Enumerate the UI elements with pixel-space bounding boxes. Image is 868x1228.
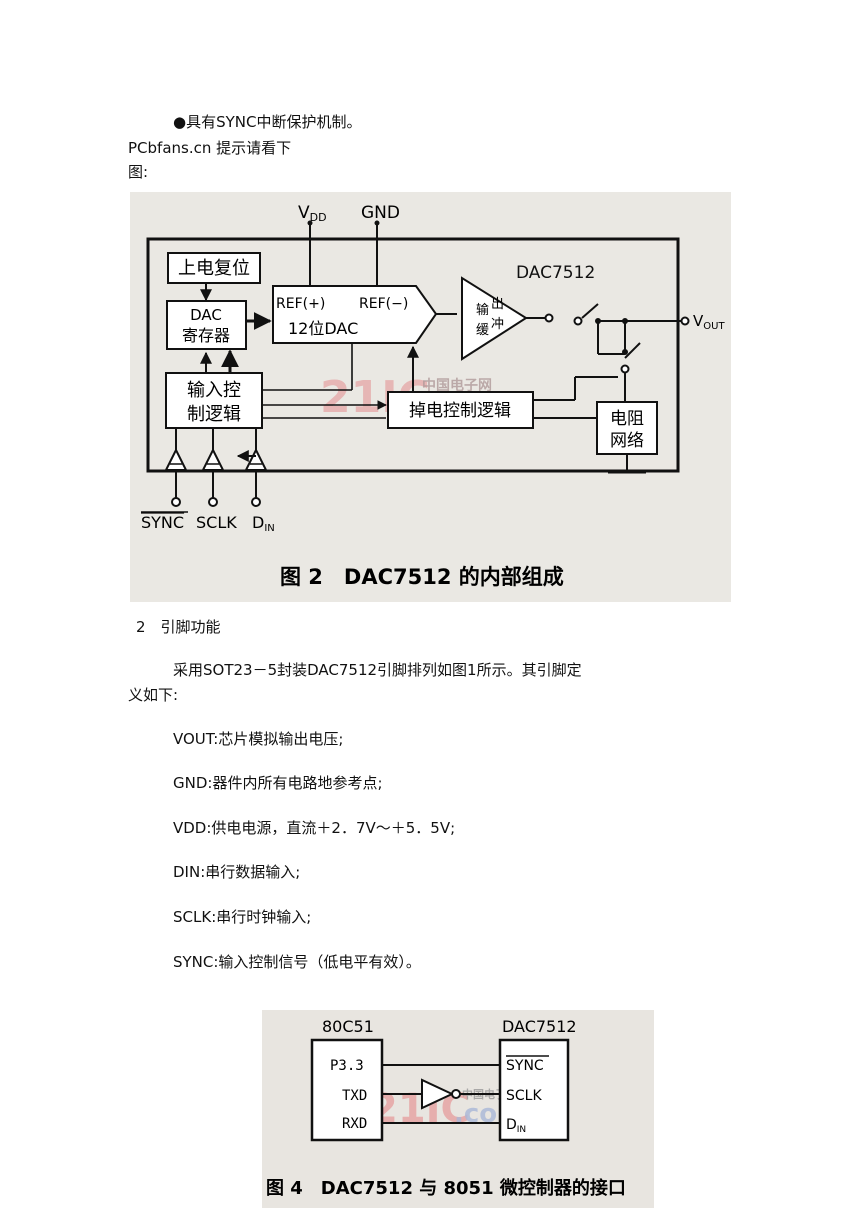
svg-text:掉电控制逻辑: 掉电控制逻辑	[409, 401, 511, 421]
dac-pin-sync: SYNC	[506, 1058, 544, 1074]
dac-name: DAC7512	[502, 1017, 577, 1036]
dac-pin-sclk: SCLK	[506, 1088, 542, 1104]
chip-name: DAC7512	[516, 263, 595, 283]
section-heading: 2 引脚功能	[136, 618, 221, 636]
dac-pin-din: DIN	[506, 1117, 526, 1135]
pin-desc-vout: VOUT:芯片模拟输出电压;	[173, 730, 344, 748]
chip-outline	[146, 237, 680, 473]
svg-text:上电复位: 上电复位	[178, 258, 250, 279]
svg-text:12位DAC: 12位DAC	[288, 319, 358, 338]
pin-intro-line-1: 采用SOT23－5封装DAC7512引脚排列如图1所示。其引脚定	[173, 661, 582, 679]
inverter-buffer	[421, 1078, 455, 1110]
pin-intro-line-2: 义如下:	[128, 686, 179, 704]
pin-txd: TXD	[342, 1088, 367, 1104]
pin-sync-label: SYNC	[141, 513, 184, 532]
svg-text:输入控: 输入控	[187, 380, 241, 401]
svg-text:制逻辑: 制逻辑	[187, 404, 241, 425]
output-buffer	[461, 276, 528, 361]
svg-text:输: 输	[476, 302, 489, 318]
source-note-line-2: 图:	[128, 163, 149, 181]
svg-text:REF(+): REF(+)	[276, 296, 325, 312]
source-note-line-1: PCbfans.cn 提示请看下	[128, 139, 292, 157]
bullet-sync-line: ●具有SYNC中断保护机制。	[173, 113, 362, 131]
svg-text:出: 出	[491, 297, 504, 312]
pin-sclk-label: SCLK	[196, 513, 237, 532]
pin-desc-sclk: SCLK:串行时钟输入;	[173, 908, 312, 926]
dac-12bit-block	[272, 285, 438, 344]
figure-4-caption: 图 4 DAC7512 与 8051 微控制器的接口	[266, 1177, 626, 1199]
input-control-logic-block	[165, 372, 263, 429]
mcu-name: 80C51	[322, 1017, 374, 1036]
svg-text:网络: 网络	[610, 431, 644, 451]
svg-text:REF(−): REF(−)	[359, 296, 408, 312]
pin-desc-sync: SYNC:输入控制信号（低电平有效）。	[173, 953, 421, 971]
watermark-cn: 中国电子网	[422, 377, 492, 394]
figure-4-dac7512-8051-interface: 21IC .com 中国电子网 80C51 DAC7512 P3.3 TXD R…	[262, 1010, 654, 1208]
vout-label: VOUT	[693, 312, 725, 332]
figure-2-caption: 图 2 DAC7512 的内部组成	[280, 565, 564, 589]
pin-rxd: RXD	[342, 1116, 367, 1132]
pin-desc-vdd: VDD:供电电源，直流＋2．7V～＋5．5V;	[173, 819, 456, 837]
svg-text:DAC: DAC	[190, 306, 222, 324]
figure-2-dac7512-internal: 21IC 中国电子网 DAC7512 VDD GND 上电复位 DAC 寄存器 …	[130, 192, 731, 602]
svg-text:电阻: 电阻	[610, 409, 644, 429]
power-on-reset-block	[167, 252, 261, 284]
power-down-control-block	[387, 391, 534, 429]
pin-p33: P3.3	[330, 1058, 364, 1074]
svg-text:缓: 缓	[476, 323, 489, 338]
vdd-label: VDD	[298, 203, 327, 224]
mcu-block	[310, 1038, 384, 1142]
svg-text:寄存器: 寄存器	[182, 326, 230, 345]
pin-din-label: DIN	[252, 513, 275, 534]
pin-desc-gnd: GND:器件内所有电路地参考点;	[173, 774, 383, 792]
pin-desc-din: DIN:串行数据输入;	[173, 863, 301, 881]
svg-text:冲: 冲	[491, 317, 504, 332]
dac-register-block	[166, 300, 247, 350]
gnd-label: GND	[361, 203, 400, 223]
